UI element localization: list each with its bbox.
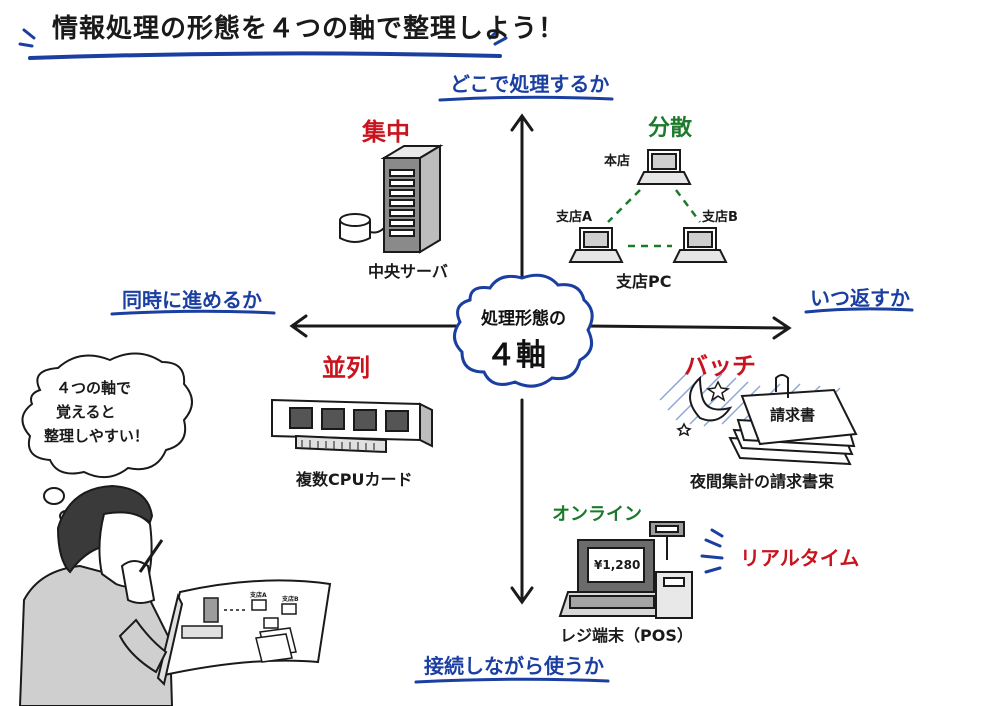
center-cloud [453,273,594,388]
top-label-underline [438,95,614,102]
person-arm [118,618,168,674]
axis-label-top: どこで処理するか [450,72,610,96]
caption-pos-terminal: レジ端末（POS） [560,626,693,645]
axis-label-bottom: 接続しながら使うか [424,654,604,678]
caption-multi-cpu-card: 複数CPUカード [296,470,413,489]
axis-label-right: いつ返すか [810,286,910,310]
person-hand [120,560,156,604]
star-icon [705,380,731,402]
realtime-burst-lines [700,528,724,574]
node-label-main: 本店 [604,154,631,169]
thought-bubble [21,352,193,479]
category-batch: バッチ [684,352,756,380]
category-distributed: 分散 [648,116,693,141]
invoice-stack-icon [728,374,858,466]
node-label-branch-b: 支店B [702,210,738,225]
category-parallel: 並列 [322,354,370,382]
cpu-pins [301,440,375,450]
person-illustration [18,484,174,706]
title-accent-strokes [18,28,508,48]
notebook-mini-label-a: 支店A [250,592,267,599]
category-centralized: 集中 [362,118,410,146]
bottom-label-underline [414,677,610,684]
network-dashed-links [607,189,701,248]
thought-dot-large [43,487,65,505]
right-label-underline [804,307,914,314]
left-label-underline [110,309,276,316]
caption-central-server: 中央サーバ [368,262,448,281]
category-realtime: リアルタイム [740,546,860,570]
notebook-sketches [181,597,297,663]
star-icon-small [676,422,692,437]
thought-line-2: 覚えると [56,403,116,421]
caption-branch-pc: 支店PC [616,272,672,291]
thought-line-3: 整理しやすい！ [44,427,149,445]
center-label-line2: ４軸 [486,338,546,373]
laptop-branch-b-icon [672,227,728,263]
notebook-mini-label-b: 支店B [282,596,299,603]
invoice-doc-title: 請求書 [770,406,816,424]
laptop-main-icon [636,149,692,185]
axes [289,113,792,605]
register-display-price: ¥1,280 [594,558,641,572]
pos-register-icon [558,521,693,619]
page-title: 情報処理の形態を４つの軸で整理しよう！ [52,14,566,44]
title-underline [28,51,502,60]
center-label-line1: 処理形態の [481,309,566,329]
node-label-branch-a: 支店A [556,210,593,225]
moon-icon [689,375,733,422]
thought-line-1: ４つの軸で [56,379,132,397]
caption-nightly-invoices: 夜間集計の請求書束 [690,472,835,491]
notebook-illustration [156,579,332,686]
axis-label-left: 同時に進めるか [122,288,262,312]
category-online: オンライン [552,504,642,525]
server-tower-icon [339,144,444,254]
cpu-card-icon [271,398,433,454]
laptop-branch-a-icon [568,227,624,263]
pen-icon [138,539,164,573]
paper-clip-icon [775,374,789,398]
